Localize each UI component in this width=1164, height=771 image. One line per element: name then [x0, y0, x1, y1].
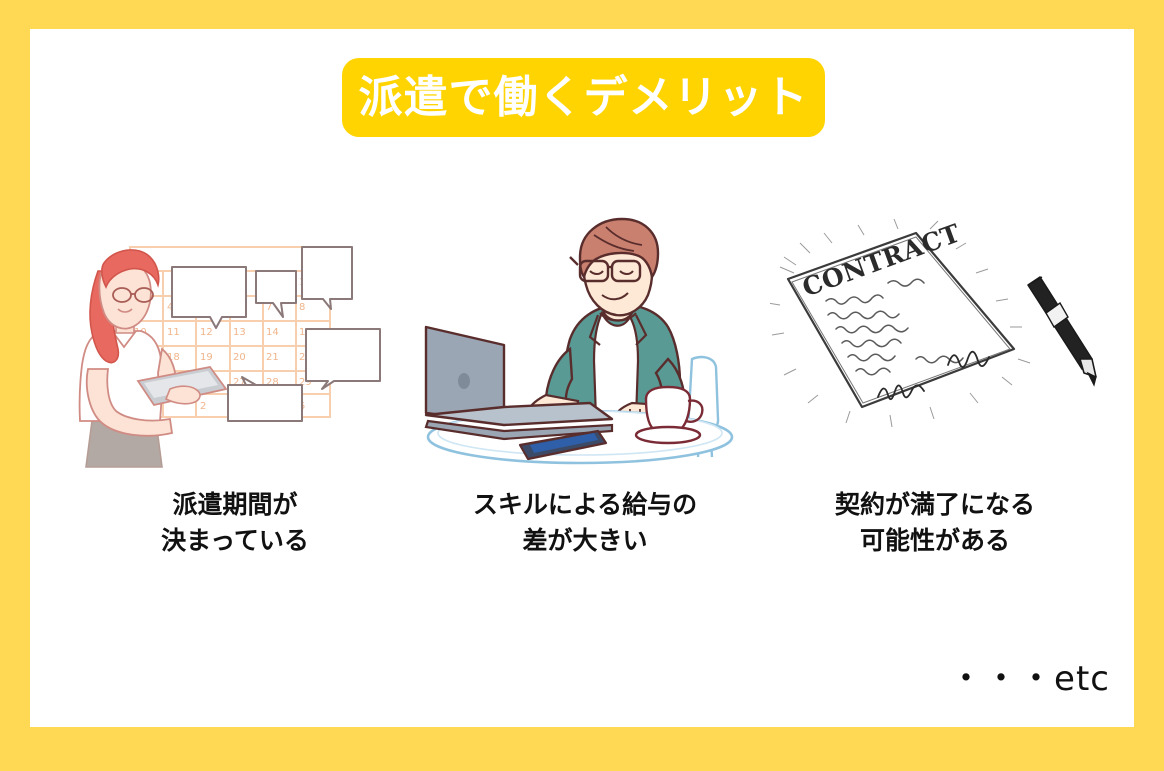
etc-label: ・・・etc [949, 659, 1110, 699]
column-3-caption: 契約が満了になる 可能性がある [770, 487, 1100, 560]
scribbled-text-lines [825, 278, 964, 376]
svg-text:7: 7 [266, 302, 272, 313]
coffee-cup-shape [634, 385, 704, 445]
title-badge: 派遣で働くデメリット [342, 58, 825, 137]
svg-text:19: 19 [200, 352, 213, 363]
laptop-man-svg [424, 217, 734, 465]
column-2-caption: スキルによる給与の 差が大きい [420, 487, 750, 560]
laptop-shape [424, 325, 614, 441]
glasses-icon [112, 287, 154, 303]
svg-text:20: 20 [233, 352, 246, 363]
svg-text:14: 14 [266, 327, 279, 338]
svg-text:28: 28 [266, 377, 279, 388]
column-1-caption: 派遣期間が 決まっている [70, 487, 400, 560]
sketch-hatching [770, 218, 1031, 428]
reason-column-3: CONTRACT [770, 209, 1100, 609]
man-working-on-laptop-illustration [420, 209, 750, 469]
page-title: 派遣で働くデメリット [358, 71, 809, 123]
svg-text:12: 12 [200, 327, 213, 338]
caption-line-1: 派遣期間が [172, 490, 298, 519]
contract-document-with-pen-sketch: CONTRACT [770, 209, 1100, 469]
caption-line-2: 差が大きい [522, 526, 648, 556]
svg-text:27: 27 [233, 377, 246, 388]
svg-text:4: 4 [167, 302, 173, 313]
svg-text:2: 2 [200, 401, 206, 412]
caption-line-2: 可能性がある [859, 526, 1010, 556]
caption-line-2: 決まっている [161, 526, 309, 556]
signature-marks [877, 350, 990, 401]
woman-with-tablet-calendar-illustration: 273031 34678 101112131415 171819202122 2… [70, 209, 400, 469]
caption-line-1: 契約が満了になる [834, 490, 1035, 519]
svg-text:29: 29 [299, 377, 312, 388]
svg-text:8: 8 [299, 302, 305, 313]
contract-sketch-svg: CONTRACT [770, 218, 1097, 428]
reason-column-1: 273031 34678 101112131415 171819202122 2… [70, 209, 400, 609]
glasses-icon [569, 256, 642, 283]
svg-text:13: 13 [233, 327, 246, 338]
woman-figure [78, 249, 228, 468]
calendar-woman-svg: 273031 34678 101112131415 171819202122 2… [78, 246, 381, 468]
svg-text:11: 11 [167, 327, 180, 338]
svg-text:21: 21 [266, 352, 279, 363]
svg-text:18: 18 [167, 352, 180, 363]
pen-shape [1027, 276, 1097, 387]
speech-bubbles [171, 246, 381, 422]
smartphone-shape [518, 429, 608, 461]
reason-column-2: スキルによる給与の 差が大きい [420, 209, 750, 609]
caption-line-1: スキルによる給与の [472, 490, 698, 519]
content-canvas: 派遣で働くデメリット [30, 29, 1134, 727]
